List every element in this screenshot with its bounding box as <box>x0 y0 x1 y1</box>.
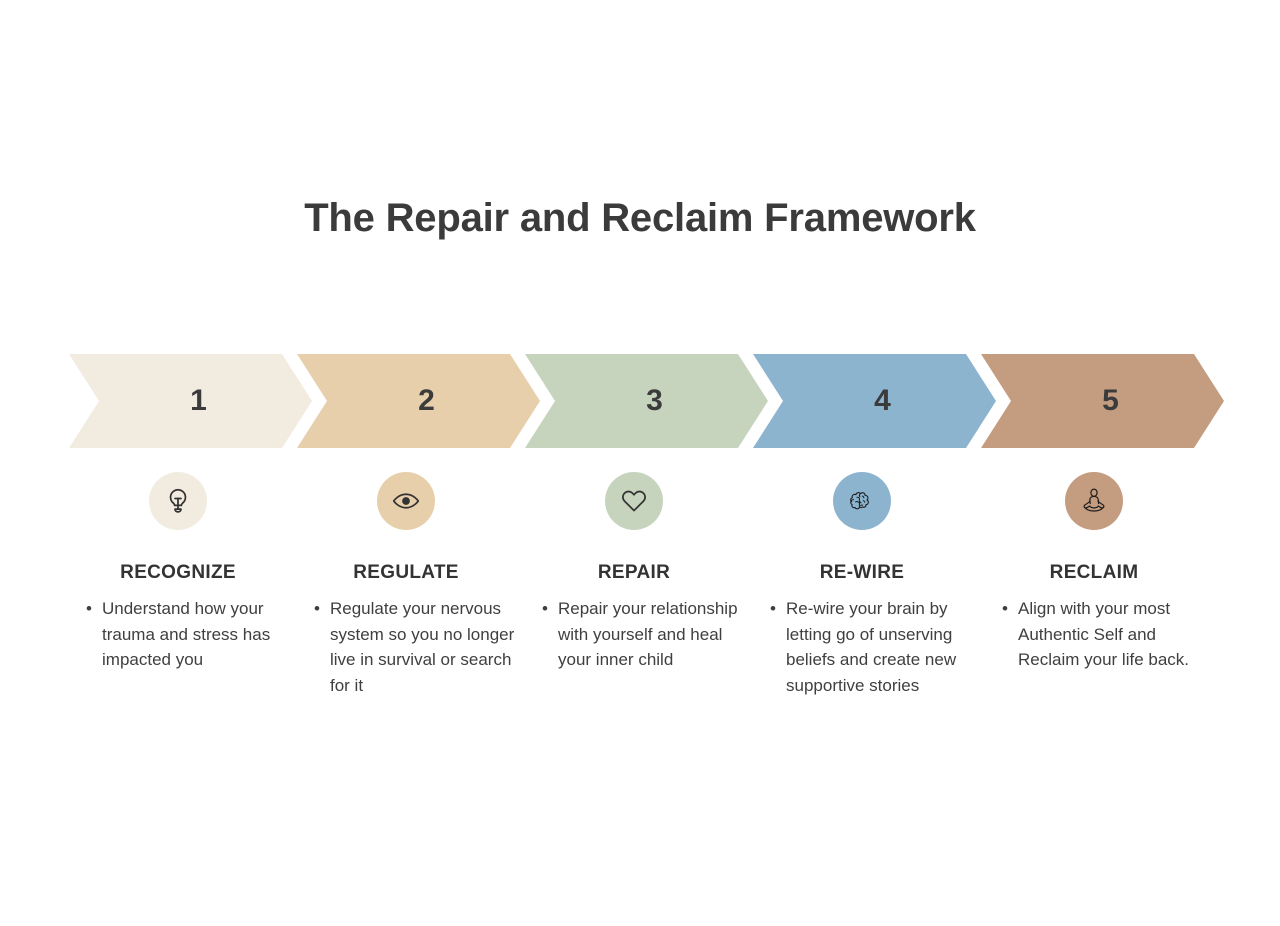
chevron-step-2[interactable]: 2 <box>297 354 540 448</box>
bullet-item-2: • Regulate your nervous system so you no… <box>314 596 518 698</box>
icon-wrap-4 <box>748 472 976 530</box>
bullet-marker-4: • <box>770 599 776 618</box>
icon-wrap-1 <box>64 472 292 530</box>
bullet-item-3: • Repair your relationship with yourself… <box>542 596 746 673</box>
step-heading-2: REGULATE <box>353 562 459 583</box>
bullet-marker-3: • <box>542 599 548 618</box>
chevron-step-3[interactable]: 3 <box>525 354 768 448</box>
step-heading-4: RE-WIRE <box>819 562 905 583</box>
chevron-number-4: 4 <box>874 384 891 417</box>
icon-circle-4 <box>833 472 891 530</box>
step-heading-1: RECOGNIZE <box>120 562 236 583</box>
bullet-text-1: Understand how your trauma and stress ha… <box>102 599 271 669</box>
chevron-step-4[interactable]: 4 <box>753 354 996 448</box>
step-column-1: RECOGNIZE • Understand how your trauma a… <box>64 472 292 673</box>
chevron-number-2: 2 <box>418 384 435 417</box>
bullet-item-5: • Align with your most Authentic Self an… <box>1002 596 1206 673</box>
step-body-2: • Regulate your nervous system so you no… <box>292 596 520 698</box>
step-column-3: REPAIR • Repair your relationship with y… <box>520 472 748 673</box>
bullet-marker-2: • <box>314 599 320 618</box>
bullet-text-4: Re-wire your brain by letting go of unse… <box>786 599 957 695</box>
chevron-step-1[interactable]: 1 <box>69 354 312 448</box>
icon-circle-1 <box>149 472 207 530</box>
bullet-marker-1: • <box>86 599 92 618</box>
step-columns: RECOGNIZE • Understand how your trauma a… <box>0 472 1280 772</box>
page-title: The Repair and Reclaim Framework <box>304 196 976 240</box>
bullet-item-1: • Understand how your trauma and stress … <box>86 596 290 673</box>
bullet-item-4: • Re-wire your brain by letting go of un… <box>770 596 974 698</box>
step-body-4: • Re-wire your brain by letting go of un… <box>748 596 976 698</box>
icon-wrap-2 <box>292 472 520 530</box>
bullet-text-2: Regulate your nervous system so you no l… <box>330 599 515 695</box>
chevron-number-3: 3 <box>646 384 663 417</box>
step-body-1: • Understand how your trauma and stress … <box>64 596 292 673</box>
icon-wrap-5 <box>980 472 1208 530</box>
chevron-banner: 1 2 3 4 5 <box>69 354 1224 448</box>
chevron-step-5[interactable]: 5 <box>981 354 1224 448</box>
icon-circle-2 <box>377 472 435 530</box>
bullet-text-5: Align with your most Authentic Self and … <box>1018 599 1190 669</box>
icon-circle-3 <box>605 472 663 530</box>
meditation-icon <box>1083 488 1105 512</box>
step-heading-3: REPAIR <box>597 562 671 583</box>
step-heading-5: RECLAIM <box>1049 562 1139 583</box>
bullet-text-3: Repair your relationship with yourself a… <box>558 599 738 669</box>
chevron-number-5: 5 <box>1102 384 1119 417</box>
step-body-5: • Align with your most Authentic Self an… <box>980 596 1208 673</box>
brain-icon <box>850 492 869 510</box>
heart-icon <box>622 490 646 512</box>
step-column-5: RECLAIM • Align with your most Authentic… <box>980 472 1208 673</box>
bullet-marker-5: • <box>1002 599 1008 618</box>
lightbulb-icon <box>169 488 187 513</box>
step-column-4: RE-WIRE • Re-wire your brain by letting … <box>748 472 976 698</box>
icon-circle-5 <box>1065 472 1123 530</box>
chevron-number-1: 1 <box>190 384 207 417</box>
icon-wrap-3 <box>520 472 748 530</box>
step-body-3: • Repair your relationship with yourself… <box>520 596 748 673</box>
step-column-2: REGULATE • Regulate your nervous system … <box>292 472 520 698</box>
eye-icon <box>392 493 420 509</box>
